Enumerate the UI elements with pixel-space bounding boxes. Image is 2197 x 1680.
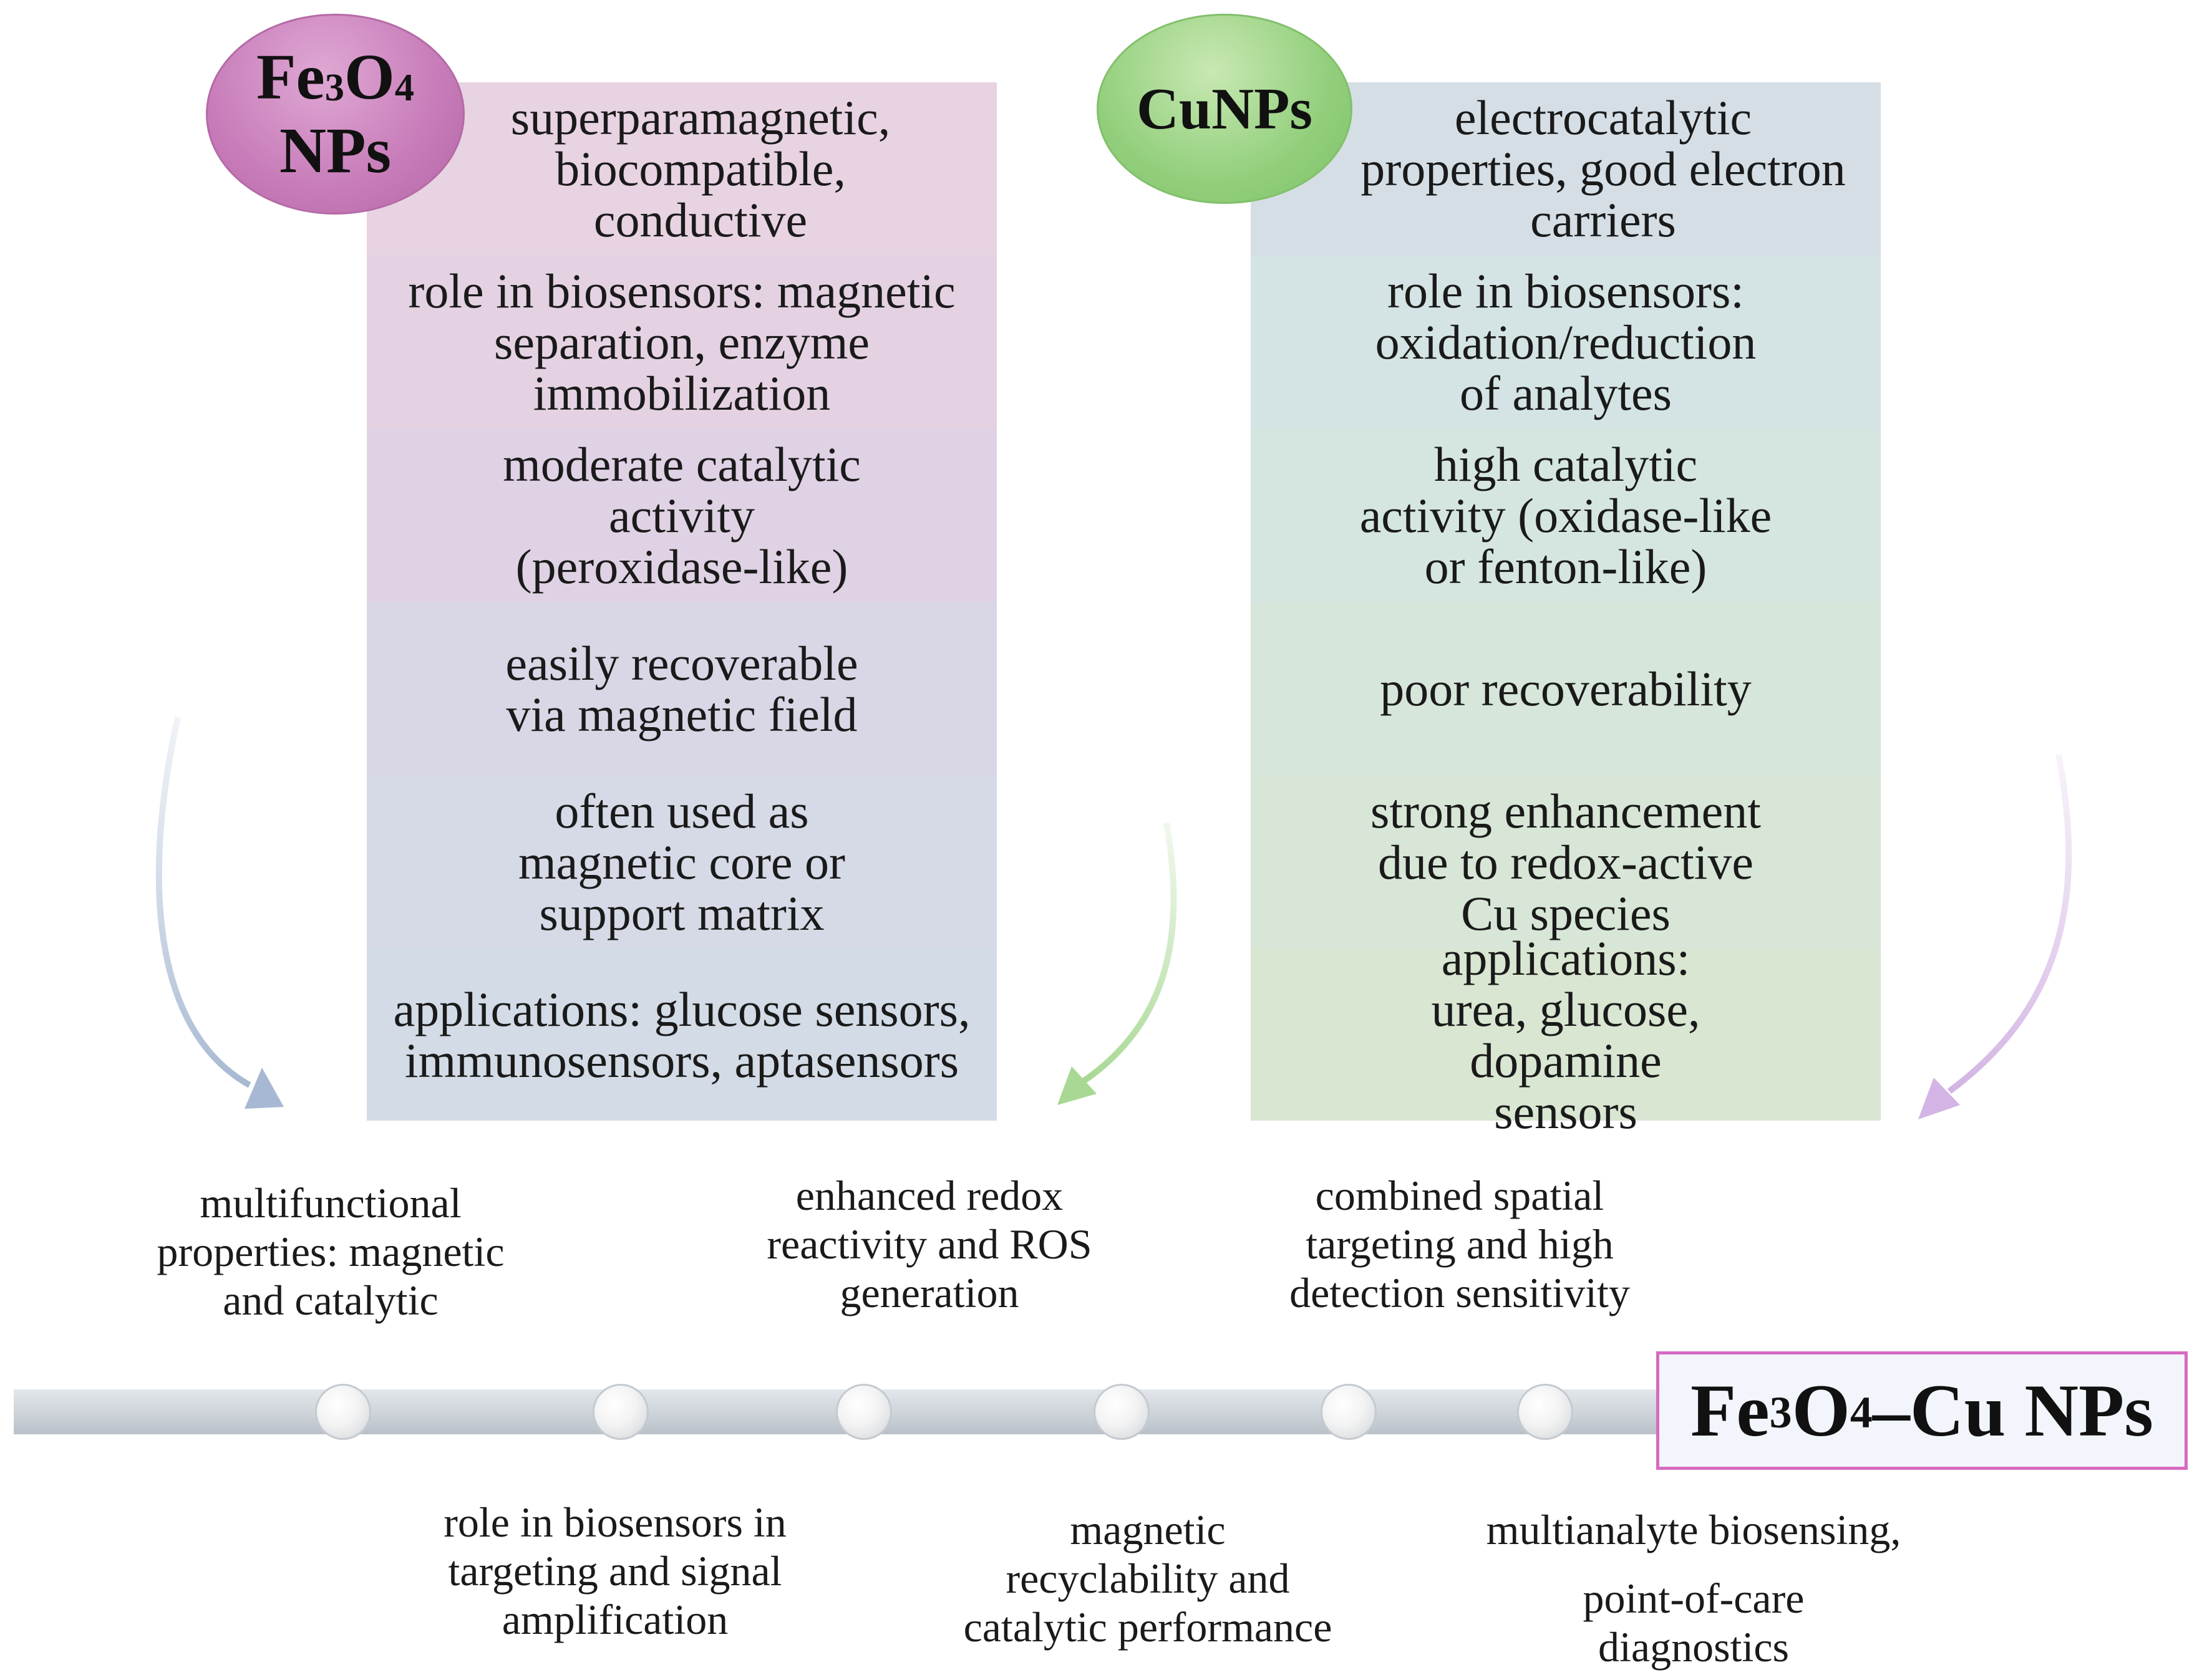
fe3o4-cell-2: role in biosensors: magnetic separation,… xyxy=(367,256,997,429)
cunps-cell-3: high catalytic activity (oxidase-like or… xyxy=(1251,429,1881,602)
caption-targeting-amplification: role in biosensors in targeting and sign… xyxy=(444,1499,787,1643)
timeline-node-3 xyxy=(836,1384,892,1440)
result-sub4: 4 xyxy=(1850,1388,1873,1438)
result-rest: –Cu NPs xyxy=(1872,1369,2153,1452)
caption-multifunctional: multifunctional properties: magnetic and… xyxy=(157,1179,505,1324)
caption-combined-spatial: combined spatial targeting and high dete… xyxy=(1289,1172,1630,1316)
arrow-left-blue xyxy=(155,716,284,1109)
result-sub3: 3 xyxy=(1769,1388,1792,1438)
cunps-column: electrocatalytic properties, good electr… xyxy=(1251,82,1881,1137)
cunps-cell-2: role in biosensors: oxidation/reduction … xyxy=(1251,256,1881,429)
fe3o4-label-nps: NPs xyxy=(279,115,392,186)
fe3o4-cell-3: moderate catalytic activity (peroxidase-… xyxy=(367,429,997,602)
caption-point-of-care: point-of-care diagnostics xyxy=(1583,1575,1805,1671)
arrow-right-purple xyxy=(1918,754,2072,1119)
timeline-node-6 xyxy=(1517,1384,1573,1440)
cunps-cell-4: poor recoverability xyxy=(1251,602,1881,776)
timeline-node-5 xyxy=(1321,1384,1377,1440)
timeline-node-1 xyxy=(315,1384,371,1440)
fe3o4-label-o: O xyxy=(344,41,395,113)
result-fe: Fe xyxy=(1690,1369,1770,1452)
fe3o4-cell-1: superparamagnetic, biocompatible, conduc… xyxy=(367,82,997,256)
fe3o4-label-sub4: 4 xyxy=(394,66,414,110)
cunps-cell-1: electrocatalytic properties, good electr… xyxy=(1251,82,1881,256)
caption-magnetic-recyclability: magnetic recyclability and catalytic per… xyxy=(963,1506,1332,1651)
timeline-node-4 xyxy=(1094,1384,1150,1440)
fe3o4-cell-6: applications: glucose sensors, immunosen… xyxy=(367,949,997,1121)
result-o: O xyxy=(1792,1369,1850,1452)
cunps-cell-5: strong enhancement due to redox-active C… xyxy=(1251,776,1881,949)
fe3o4-label-fe: Fe xyxy=(256,41,325,113)
arrow-middle-green xyxy=(1057,823,1177,1105)
fe3o4-label: Fe3O4 NPs xyxy=(206,14,465,215)
caption-enhanced-redox: enhanced redox reactivity and ROS genera… xyxy=(767,1172,1092,1316)
timeline-node-2 xyxy=(593,1384,649,1440)
cunps-label: CuNPs xyxy=(1097,14,1352,204)
fe3o4-label-sub3: 3 xyxy=(324,66,344,110)
fe3o4-cell-5: often used as magnetic core or support m… xyxy=(367,776,997,949)
cunps-cell-6: applications: urea, glucose, dopamine se… xyxy=(1251,932,1881,1137)
fe3o4-cell-4: easily recoverable via magnetic field xyxy=(367,602,997,776)
fe3o4-column: superparamagnetic, biocompatible, conduc… xyxy=(367,82,997,1121)
caption-multianalyte: multianalyte biosensing, xyxy=(1486,1506,1901,1553)
